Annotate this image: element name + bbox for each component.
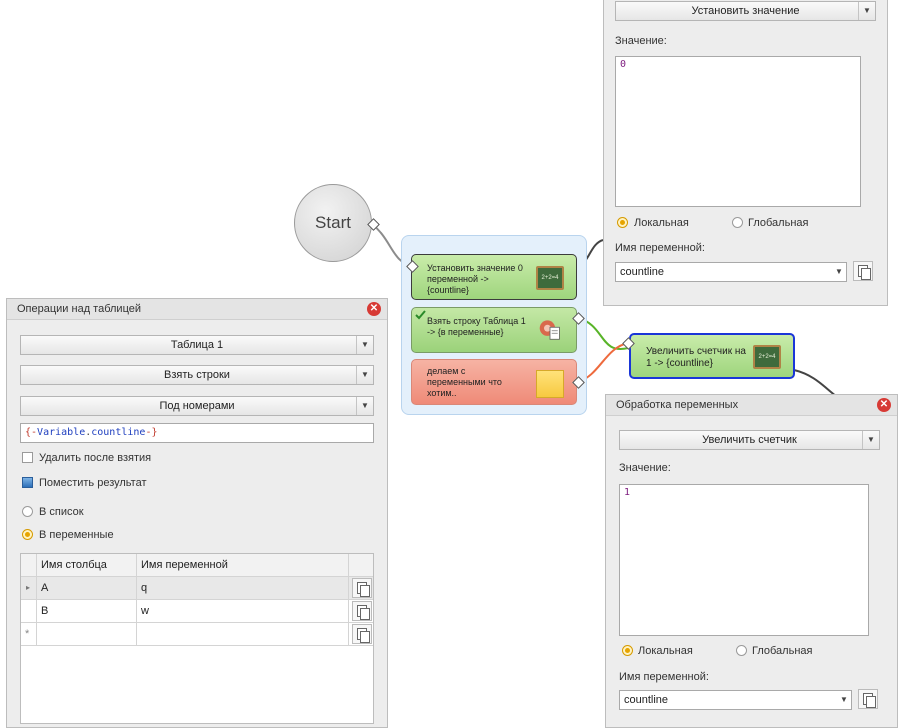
row-mode-select[interactable]: Под номерами▼: [20, 396, 374, 416]
value-textarea[interactable]: 0: [615, 56, 861, 207]
to-variables-radio[interactable]: [22, 529, 33, 540]
operation-select[interactable]: Увеличить счетчик▼: [619, 430, 880, 450]
chevron-down-icon: ▼: [858, 2, 875, 20]
column-name-cell[interactable]: B: [37, 600, 137, 622]
variable-name-cell[interactable]: [137, 623, 349, 645]
row-pointer-icon: ▸: [21, 577, 37, 599]
global-radio-label: Глобальная: [752, 645, 813, 657]
put-result-label: Поместить результат: [39, 477, 147, 489]
action-note-text: делаем с переменными что хотим..: [427, 366, 502, 398]
local-radio[interactable]: [622, 645, 633, 656]
action-increment-text: Увеличить счетчик на 1 -> {countline}: [646, 346, 746, 369]
table-row[interactable]: B w: [21, 600, 373, 623]
local-radio[interactable]: [617, 217, 628, 228]
action-set-value-text: Установить значение 0 переменной -> {cou…: [427, 263, 523, 295]
table-row[interactable]: ▸ A q: [21, 577, 373, 600]
check-icon: [415, 310, 426, 320]
local-radio-label: Локальная: [634, 217, 689, 229]
value-label: Значение:: [615, 35, 667, 47]
variable-name-cell[interactable]: q: [137, 577, 349, 599]
to-list-radio[interactable]: [22, 506, 33, 517]
to-variables-label: В переменные: [39, 529, 114, 541]
variable-name-input[interactable]: countline▼: [615, 262, 847, 282]
action-take-row-text: Взять строку Таблица 1 -> {в переменные}: [427, 316, 526, 337]
mapping-table: Имя столбца Имя переменной ▸ A q B w *: [20, 553, 374, 724]
chevron-down-icon: ▼: [862, 431, 879, 449]
column-name-cell[interactable]: A: [37, 577, 137, 599]
variable-name-input[interactable]: countline▼: [619, 690, 852, 710]
row-number-input[interactable]: {-Variable.countline-}: [20, 423, 374, 443]
to-list-label: В список: [39, 506, 84, 518]
table-select[interactable]: Таблица 1▼: [20, 335, 374, 355]
panel-title: Операции над таблицей: [7, 299, 387, 320]
global-radio[interactable]: [736, 645, 747, 656]
copy-icon[interactable]: [853, 261, 873, 281]
action-note[interactable]: делаем с переменными что хотим..: [411, 359, 577, 405]
chevron-down-icon: ▼: [356, 397, 373, 415]
chevron-down-icon[interactable]: ▼: [835, 267, 843, 276]
table-action-select[interactable]: Взять строки▼: [20, 365, 374, 385]
delete-after-checkbox[interactable]: [22, 452, 33, 463]
variable-name-label: Имя переменной:: [619, 671, 709, 683]
action-set-value[interactable]: Установить значение 0 переменной -> {cou…: [411, 254, 577, 300]
chalkboard-icon: 2+2=4: [753, 345, 781, 369]
panel-title: Обработка переменных: [606, 395, 897, 416]
table-header: Имя столбца Имя переменной: [21, 554, 373, 577]
delete-after-label: Удалить после взятия: [39, 452, 152, 464]
new-row-marker: *: [21, 623, 37, 645]
close-icon[interactable]: ✕: [367, 302, 381, 316]
copy-icon[interactable]: [352, 578, 372, 598]
copy-icon[interactable]: [352, 601, 372, 621]
value-label: Значение:: [619, 462, 671, 474]
sticky-note-icon: [536, 370, 564, 398]
variable-processing-panel: Обработка переменных ✕ Увеличить счетчик…: [605, 394, 898, 728]
variable-name-label: Имя переменной:: [615, 242, 705, 254]
global-radio[interactable]: [732, 217, 743, 228]
column-header[interactable]: Имя переменной: [137, 554, 349, 576]
chalkboard-icon: 2+2=4: [536, 266, 564, 290]
new-row[interactable]: *: [21, 623, 373, 646]
action-increment[interactable]: Увеличить счетчик на 1 -> {countline} 2+…: [629, 333, 795, 379]
variable-name-cell[interactable]: w: [137, 600, 349, 622]
copy-icon[interactable]: [858, 689, 878, 709]
chevron-down-icon: ▼: [356, 336, 373, 354]
start-node[interactable]: Start: [294, 184, 372, 262]
operation-select[interactable]: Установить значение▼: [615, 1, 876, 21]
column-header[interactable]: Имя столбца: [37, 554, 137, 576]
gear-document-icon: [539, 320, 560, 340]
local-radio-label: Локальная: [638, 645, 693, 657]
global-radio-label: Глобальная: [748, 217, 809, 229]
chevron-down-icon[interactable]: ▼: [840, 695, 848, 704]
set-value-panel: Установить значение▼ Значение: 0 Локальн…: [603, 0, 888, 306]
copy-icon[interactable]: [352, 624, 372, 644]
put-result-checkbox[interactable]: [22, 477, 33, 488]
close-icon[interactable]: ✕: [877, 398, 891, 412]
start-label: Start: [315, 213, 351, 232]
value-textarea[interactable]: 1: [619, 484, 869, 636]
column-name-cell[interactable]: [37, 623, 137, 645]
action-take-row[interactable]: Взять строку Таблица 1 -> {в переменные}: [411, 307, 577, 353]
chevron-down-icon: ▼: [356, 366, 373, 384]
